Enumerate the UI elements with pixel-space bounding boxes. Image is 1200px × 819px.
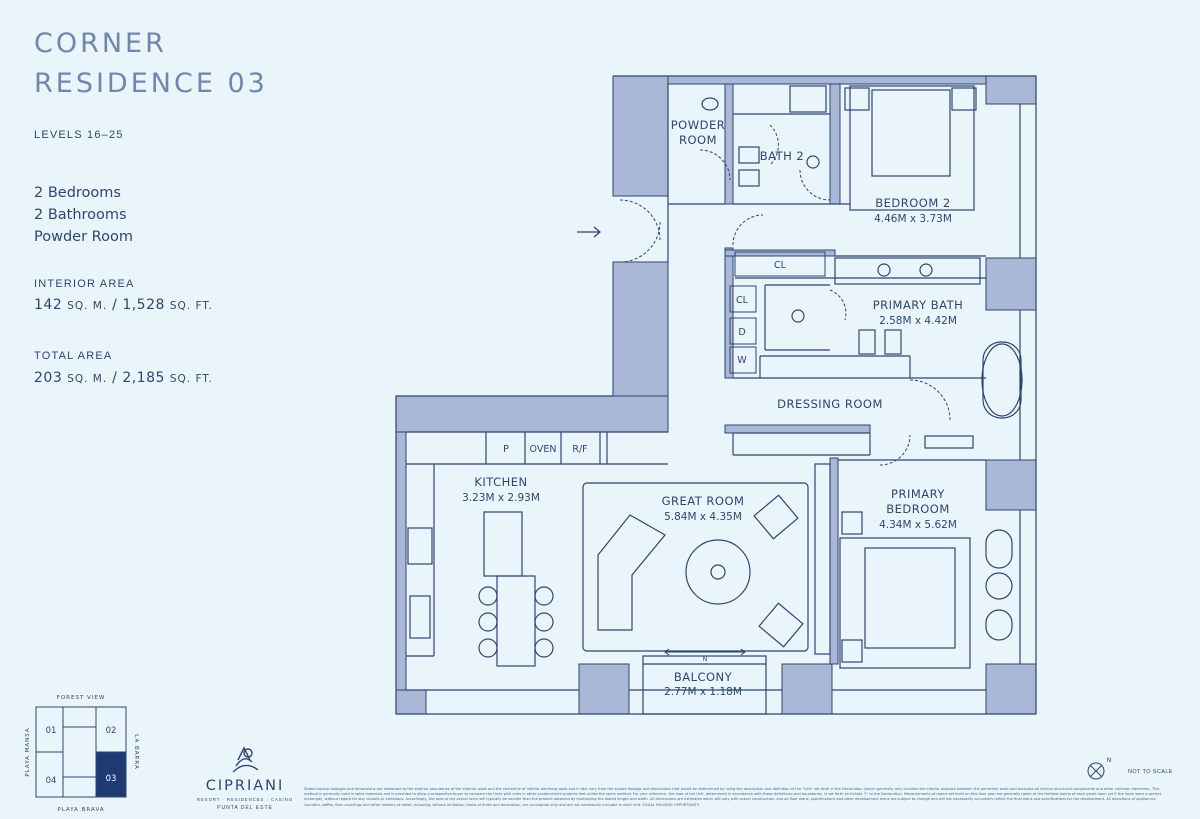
plan-lines [395,75,1037,715]
label-closet-top: CL [774,260,787,271]
brand-name: CIPRIANI [205,778,285,794]
wall-block-entry-top [612,75,669,197]
label-powder-room-1: POWDER [671,118,725,132]
compass-north-label: N [1107,757,1112,764]
label-primary-bath: PRIMARY BATH [873,298,964,312]
brand-subtitle-2: PUNTA DEL ESTE [217,805,273,811]
spec-bathrooms: 2 Bathrooms [34,207,127,223]
label-great-room: GREAT ROOM [662,494,745,508]
label-primary-bedroom-2: BEDROOM [886,502,950,516]
label-primary-bedroom-dim: 4.34M x 5.62M [879,519,957,531]
key-label-top: FOREST VIEW [57,695,106,701]
label-dressing-room: DRESSING ROOM [777,397,883,411]
wall-top [667,75,1037,85]
key-label-left: PLAYA MANSA [25,727,31,776]
closet-cl-top-box [734,251,826,277]
label-kitchen-dim: 3.23M x 2.93M [462,492,540,504]
wall-bedroom-left [829,457,839,665]
key-plan [35,706,127,798]
label-pantry: P [503,444,509,455]
wall-block-kitchen-top [395,395,669,433]
plan-walls [395,75,1037,715]
brand-subtitle-1: RESORT · RESIDENCES · CASINO [196,797,294,802]
key-unit-03: 03 [106,774,117,784]
title-line-1: CORNER [34,28,167,59]
wall-pier-right-3 [985,663,1037,715]
wall-bed2-bottom [724,249,836,257]
total-area-label: TOTAL AREA [34,350,113,362]
wall-pier-right-1 [985,257,1037,311]
key-label-bottom: PLAYA BRAVA [57,807,104,813]
label-refrigerator: R/F [572,444,587,455]
label-powder-room-2: ROOM [679,133,717,147]
label-bedroom-2-dim: 4.46M x 3.73M [874,213,952,225]
spec-bedrooms: 2 Bedrooms [34,185,121,201]
label-balcony-dim: 2.77M x 1.18M [664,686,742,698]
key-plan-unit-highlight [95,751,127,798]
wall-block-tr [985,75,1037,105]
total-area-value: 203 SQ. M. / 2,185 SQ. FT. [34,370,213,386]
key-unit-02: 02 [106,726,117,736]
wall-powder-right [724,83,734,205]
label-primary-bath-dim: 2.58M x 4.42M [879,315,957,327]
label-washer: W [737,355,747,366]
key-unit-04: 04 [46,776,57,786]
wall-pier-bottom-2 [781,663,833,715]
label-balcony-marker: N [703,656,708,663]
wall-closet-left [724,247,734,379]
levels-label: LEVELS 16–25 [34,129,124,141]
legal-disclaimer: Stated square footages and dimensions ar… [304,787,1162,807]
entry-arrow [577,226,601,238]
label-oven: OVEN [530,444,557,455]
label-great-room-dim: 5.84M x 4.35M [664,511,742,523]
outline [395,75,1037,715]
closet-w-box [729,346,757,374]
plan-doors [619,124,951,466]
wall-pier-bottom-1 [578,663,630,715]
closet-d-box [729,317,757,345]
label-kitchen: KITCHEN [474,475,527,489]
wall-pier-right-2 [985,459,1037,511]
label-closet-side: CL [736,295,749,306]
wall-dressing-bottom [724,424,871,434]
wall-pier-bottom-left [395,689,427,715]
key-label-right: LA BARRA [133,734,139,769]
compass-icon [1087,762,1105,780]
label-primary-bedroom-1: PRIMARY [891,487,945,501]
wall-bath2-right [829,83,841,205]
not-to-scale-note: NOT TO SCALE [1128,769,1173,775]
cipriani-logo-icon [232,746,259,773]
balcony-arrows [664,648,746,656]
label-bath-2: BATH 2 [760,149,805,163]
interior-area-label: INTERIOR AREA [34,278,135,290]
label-balcony: BALCONY [674,670,733,684]
title-line-2: RESIDENCE 03 [34,68,268,99]
interior-area-value: 142 SQ. M. / 1,528 SQ. FT. [34,297,213,313]
label-dryer: D [738,327,745,338]
spec-powder-room: Powder Room [34,229,133,245]
key-unit-01: 01 [46,726,57,736]
label-bedroom-2: BEDROOM 2 [875,196,951,210]
wall-kitchen-left [395,431,407,715]
closet-cl-box [729,285,757,313]
